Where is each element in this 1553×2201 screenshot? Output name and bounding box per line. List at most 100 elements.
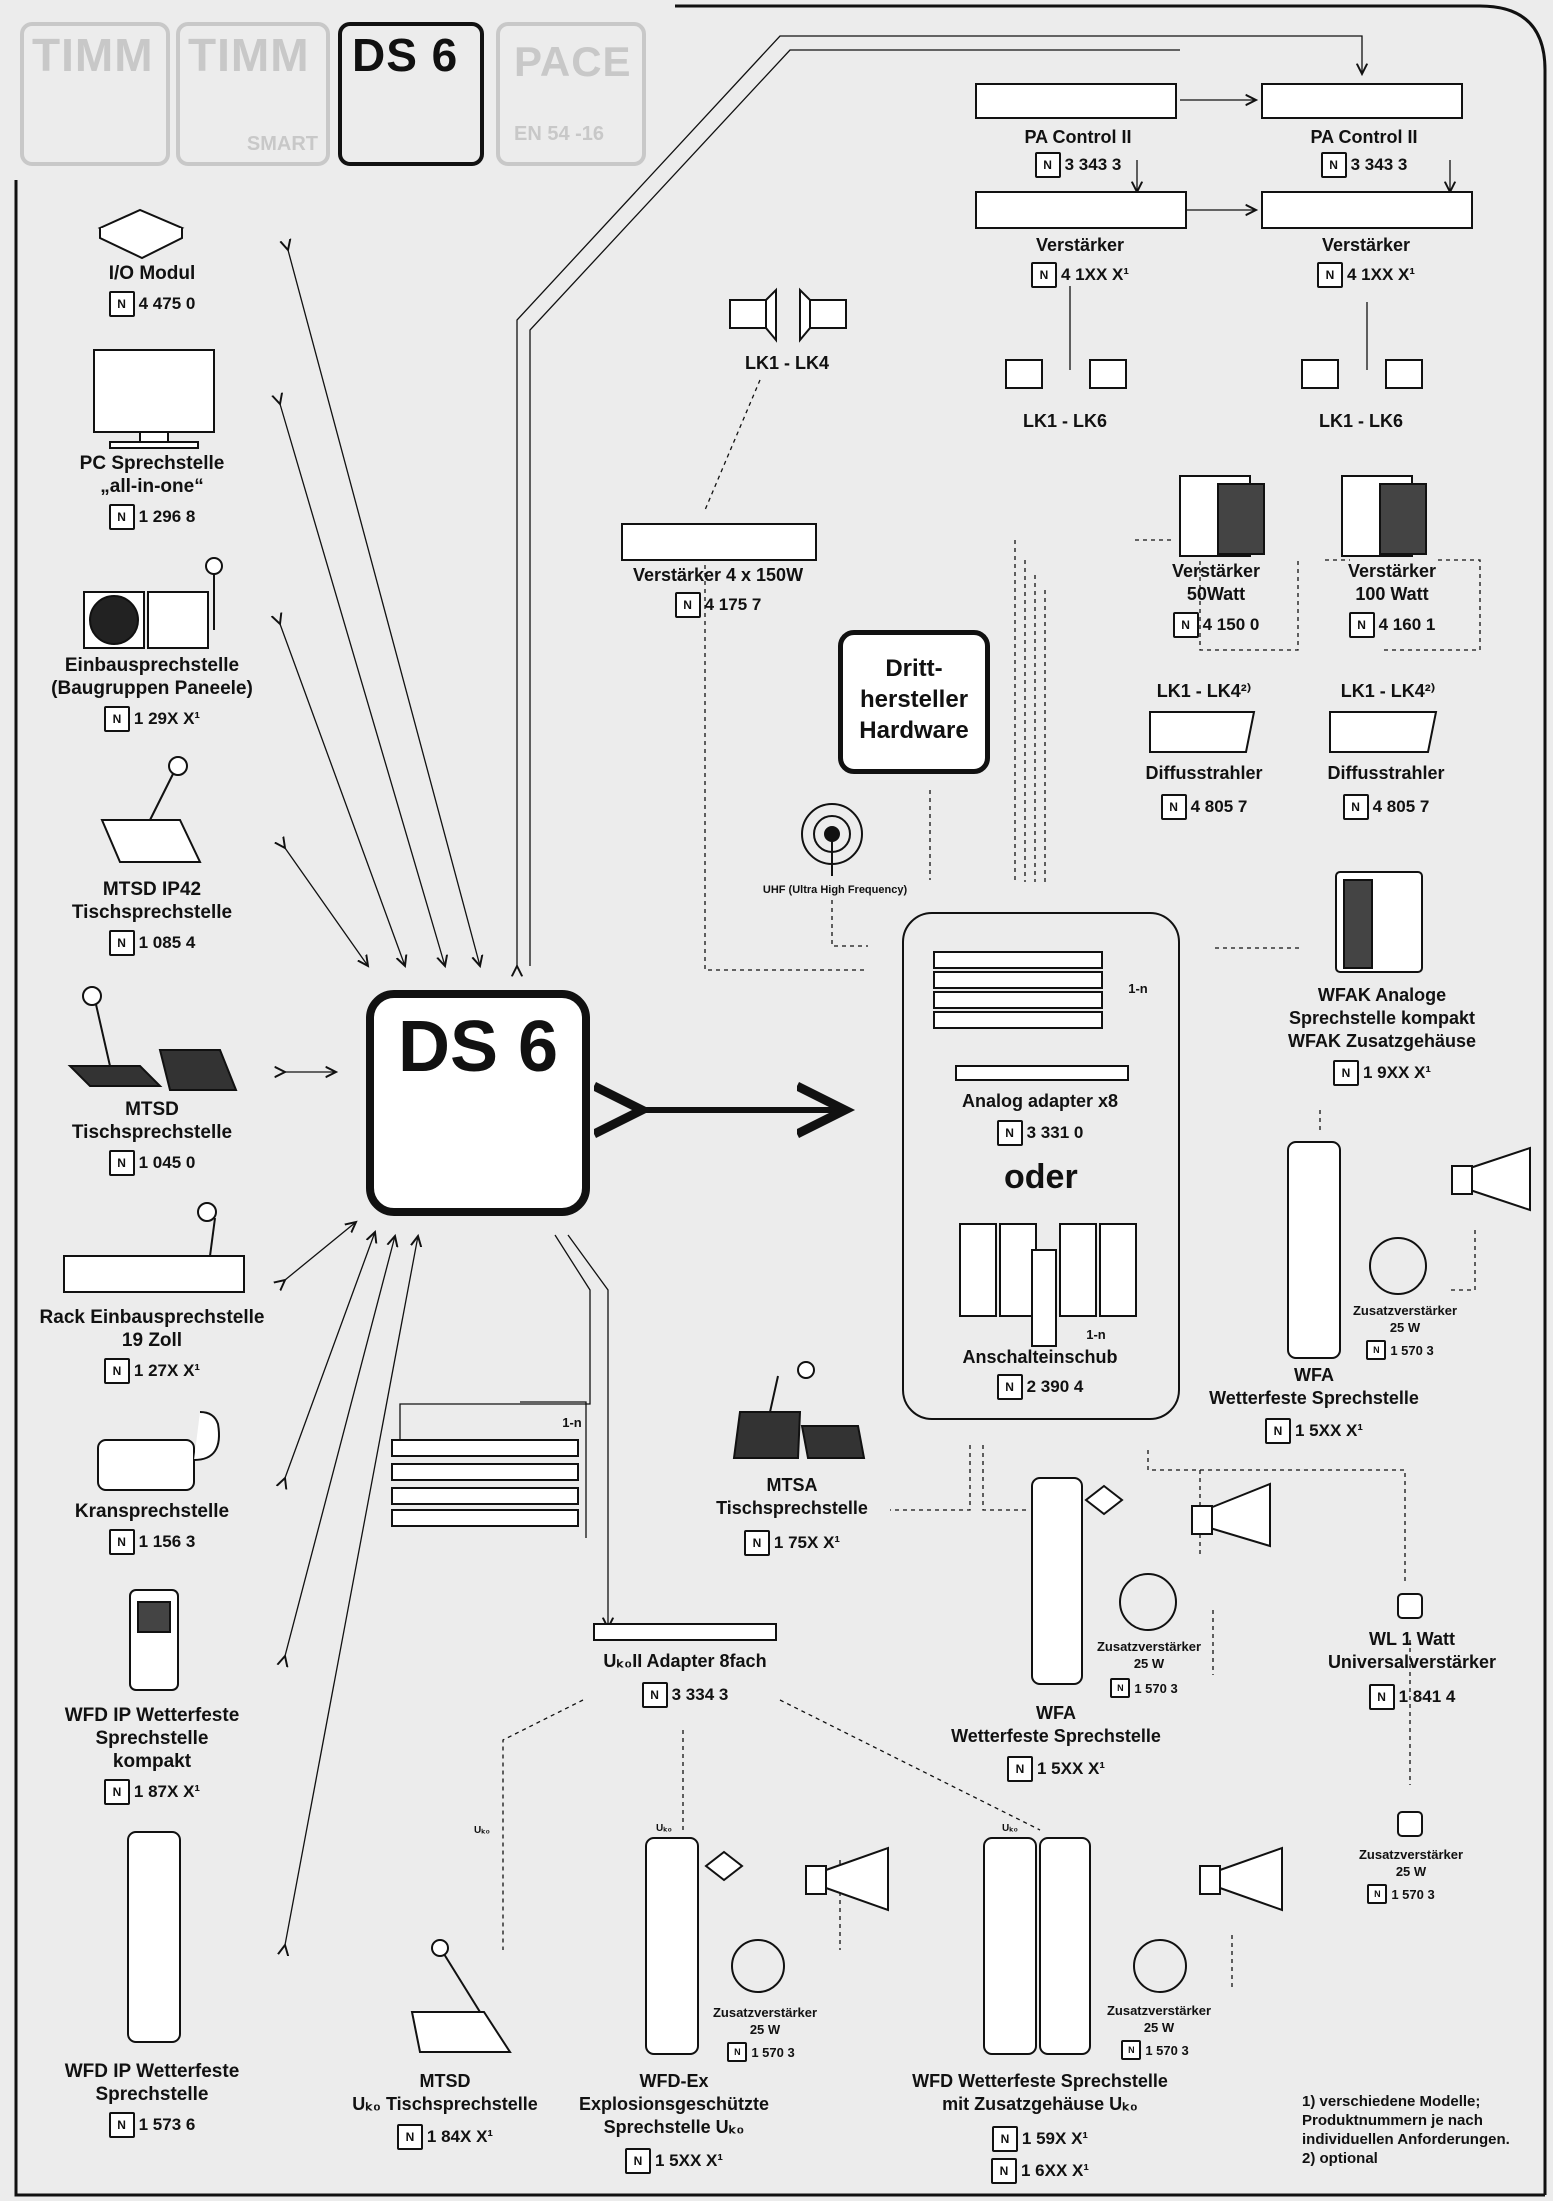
logo-ds6-title: DS 6 [352, 29, 459, 81]
neumann-badge-icon: N [1160, 794, 1187, 820]
neumann-badge-icon: N [108, 504, 135, 530]
neumann-badge-icon: N [1030, 262, 1057, 288]
neumann-badge-icon: N [1348, 612, 1375, 638]
logo-timm-smart[interactable]: TIMM SMART [176, 22, 330, 166]
left-device-label: WFD IP Wetterfeste Sprechstelle [64, 2061, 240, 2105]
art-number: 2 390 4 [1026, 1377, 1084, 1396]
neumann-badge-icon: N [103, 706, 130, 732]
neumann-badge-icon: N [996, 1374, 1023, 1400]
logo-pace-sub: EN 54 -16 [514, 123, 605, 145]
interface-group-box [902, 912, 1180, 1420]
neumann-badge-icon: N [1342, 794, 1369, 820]
art-number: 1 570 3 [1145, 2042, 1189, 2058]
uk0-adapter-label: Uₖ₀II Adapter 8fach [603, 1651, 767, 1671]
oder-label: oder [1004, 1158, 1078, 1196]
neumann-badge-icon: N [727, 2042, 748, 2062]
pa-control-1-label: PA Control II [1024, 127, 1132, 147]
neumann-badge-icon: N [996, 1120, 1023, 1146]
art-number: 4 175 7 [704, 595, 762, 614]
art-number: 1 570 3 [1390, 1342, 1434, 1358]
ds6-hub[interactable]: DS 6 [366, 990, 590, 1216]
speaker-group-lk6-a: LK1 - LK6 [1022, 411, 1107, 431]
art-number: 3 334 3 [671, 1685, 729, 1704]
neumann-badge-icon: N [1110, 1678, 1131, 1698]
amp-1-label: Verstärker [1035, 235, 1125, 255]
left-device-label: I/O Modul [108, 263, 196, 284]
art-number: 1 570 3 [751, 2044, 795, 2060]
art-number: 1 570 3 [1134, 1680, 1178, 1696]
wfa-mid-extra-label: Zusatzverstärker 25 W [1096, 1639, 1202, 1671]
uk0-tag-1: Uₖ₀ [474, 1825, 490, 1836]
neumann-badge-icon: N [1172, 612, 1199, 638]
logo-pace-title: PACE [514, 38, 632, 85]
neumann-badge-icon: N [108, 1150, 135, 1176]
insert-label: Anschalteinschub [962, 1347, 1118, 1367]
third-party-hardware-label: Dritt- hersteller Hardware [859, 655, 969, 744]
left-device-label: Rack Einbausprechstelle 19 Zoll [39, 1307, 265, 1351]
art-number: 1 5XX X¹ [1036, 1759, 1106, 1778]
art-number: 1 085 4 [138, 933, 196, 952]
art-number: 1 27X X¹ [133, 1361, 201, 1380]
logo-pace[interactable]: PACE EN 54 -16 [496, 22, 646, 166]
neumann-badge-icon: N [108, 930, 135, 956]
rack-count-label: 1-n [1128, 981, 1148, 996]
logo-timm[interactable]: TIMM [20, 22, 170, 166]
speaker-group-lk4-opt-2: LK1 - LK4²⁾ [1340, 681, 1436, 701]
wl-label: WL 1 Watt Universalverstärker [1327, 1629, 1497, 1672]
art-number: 1 156 3 [138, 1532, 196, 1551]
neumann-badge-icon: N [108, 291, 135, 317]
art-number: 4 805 7 [1372, 797, 1430, 816]
neumann-badge-icon: N [103, 1779, 130, 1805]
art-number: 3 343 3 [1064, 155, 1122, 174]
art-number: 4 150 0 [1202, 615, 1260, 634]
uhf-label: UHF (Ultra High Frequency) [762, 884, 908, 896]
wfd-extra-label: Zusatzverstärker 25 W [1106, 2003, 1212, 2035]
logo-ds6[interactable]: DS 6 [338, 22, 484, 166]
art-number: 1 045 0 [138, 1153, 196, 1172]
art-number: 1 570 3 [1391, 1886, 1435, 1902]
wfd-ex-extra-label: Zusatzverstärker 25 W [712, 2005, 818, 2037]
art-number: 1 29X X¹ [133, 709, 201, 728]
art-number: 4 805 7 [1190, 797, 1248, 816]
neumann-badge-icon: N [990, 2158, 1017, 2184]
neumann-badge-icon: N [1366, 1340, 1387, 1360]
mtsa-label: MTSA Tischsprechstelle [716, 1475, 868, 1518]
neumann-badge-icon: N [1320, 152, 1347, 178]
wfd-label: WFD Wetterfeste Sprechstelle mit Zusatzg… [912, 2071, 1168, 2114]
wfd-ex-label: WFD-Ex Explosionsgeschützte Sprechstelle… [578, 2071, 770, 2137]
third-party-hardware-box[interactable]: Dritt- hersteller Hardware [838, 630, 990, 774]
wfa-right-extra-label: Zusatzverstärker 25 W [1352, 1303, 1458, 1335]
neumann-badge-icon: N [624, 2148, 651, 2174]
art-number: 1 5XX X¹ [654, 2151, 724, 2170]
neumann-badge-icon: N [396, 2124, 423, 2150]
neumann-badge-icon: N [641, 1682, 668, 1708]
left-device-label: WFD IP Wetterfeste Sprechstelle kompakt [64, 1705, 240, 1772]
frame-line-left [14, 180, 1545, 2197]
neumann-badge-icon: N [1264, 1418, 1291, 1444]
analog-adapter-label: Analog adapter x8 [961, 1091, 1119, 1111]
neumann-badge-icon: N [991, 2126, 1018, 2152]
